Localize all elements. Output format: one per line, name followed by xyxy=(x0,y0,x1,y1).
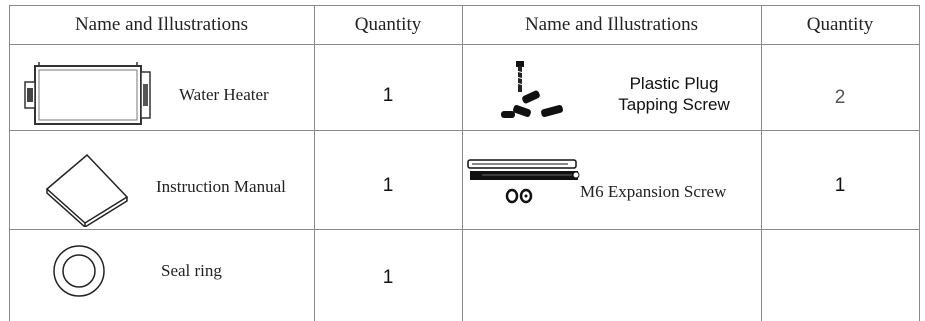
table-border-top xyxy=(9,5,920,6)
instruction-manual-icon xyxy=(45,153,129,227)
expansion-screw-quantity: 1 xyxy=(834,175,846,196)
seal-ring-quantity: 1 xyxy=(382,267,394,288)
header-name-right: Name and Illustrations xyxy=(524,13,699,35)
header-quantity-left: Quantity xyxy=(354,13,422,35)
column-divider xyxy=(919,5,920,321)
column-divider xyxy=(761,5,762,321)
seal-ring-label: Seal ring xyxy=(161,261,222,280)
seal-ring-icon xyxy=(53,245,105,297)
instruction-manual-quantity: 1 xyxy=(382,175,394,196)
water-heater-icon xyxy=(24,62,151,125)
row-divider xyxy=(9,130,920,131)
column-divider xyxy=(314,5,315,321)
parts-list-table: Name and Illustrations Quantity Name and… xyxy=(9,5,920,321)
plastic-plug-screw-icon xyxy=(501,61,563,118)
expansion-screw-icon xyxy=(467,159,580,204)
plastic-plug-label-line1: Plastic Plug xyxy=(629,74,719,93)
plastic-plug-label: Plastic Plug Tapping Screw xyxy=(599,73,749,115)
column-divider xyxy=(9,5,10,321)
column-divider xyxy=(462,5,463,321)
header-name-left: Name and Illustrations xyxy=(74,13,249,35)
plastic-plug-quantity: 2 xyxy=(834,87,846,108)
header-divider xyxy=(9,44,920,45)
plastic-plug-label-line2: Tapping Screw xyxy=(618,95,730,114)
row-divider xyxy=(9,229,920,230)
water-heater-quantity: 1 xyxy=(382,85,394,106)
water-heater-label: Water Heater xyxy=(179,85,269,104)
header-quantity-right: Quantity xyxy=(806,13,874,35)
instruction-manual-label: Instruction Manual xyxy=(156,177,286,196)
expansion-screw-label: M6 Expansion Screw xyxy=(580,182,727,201)
